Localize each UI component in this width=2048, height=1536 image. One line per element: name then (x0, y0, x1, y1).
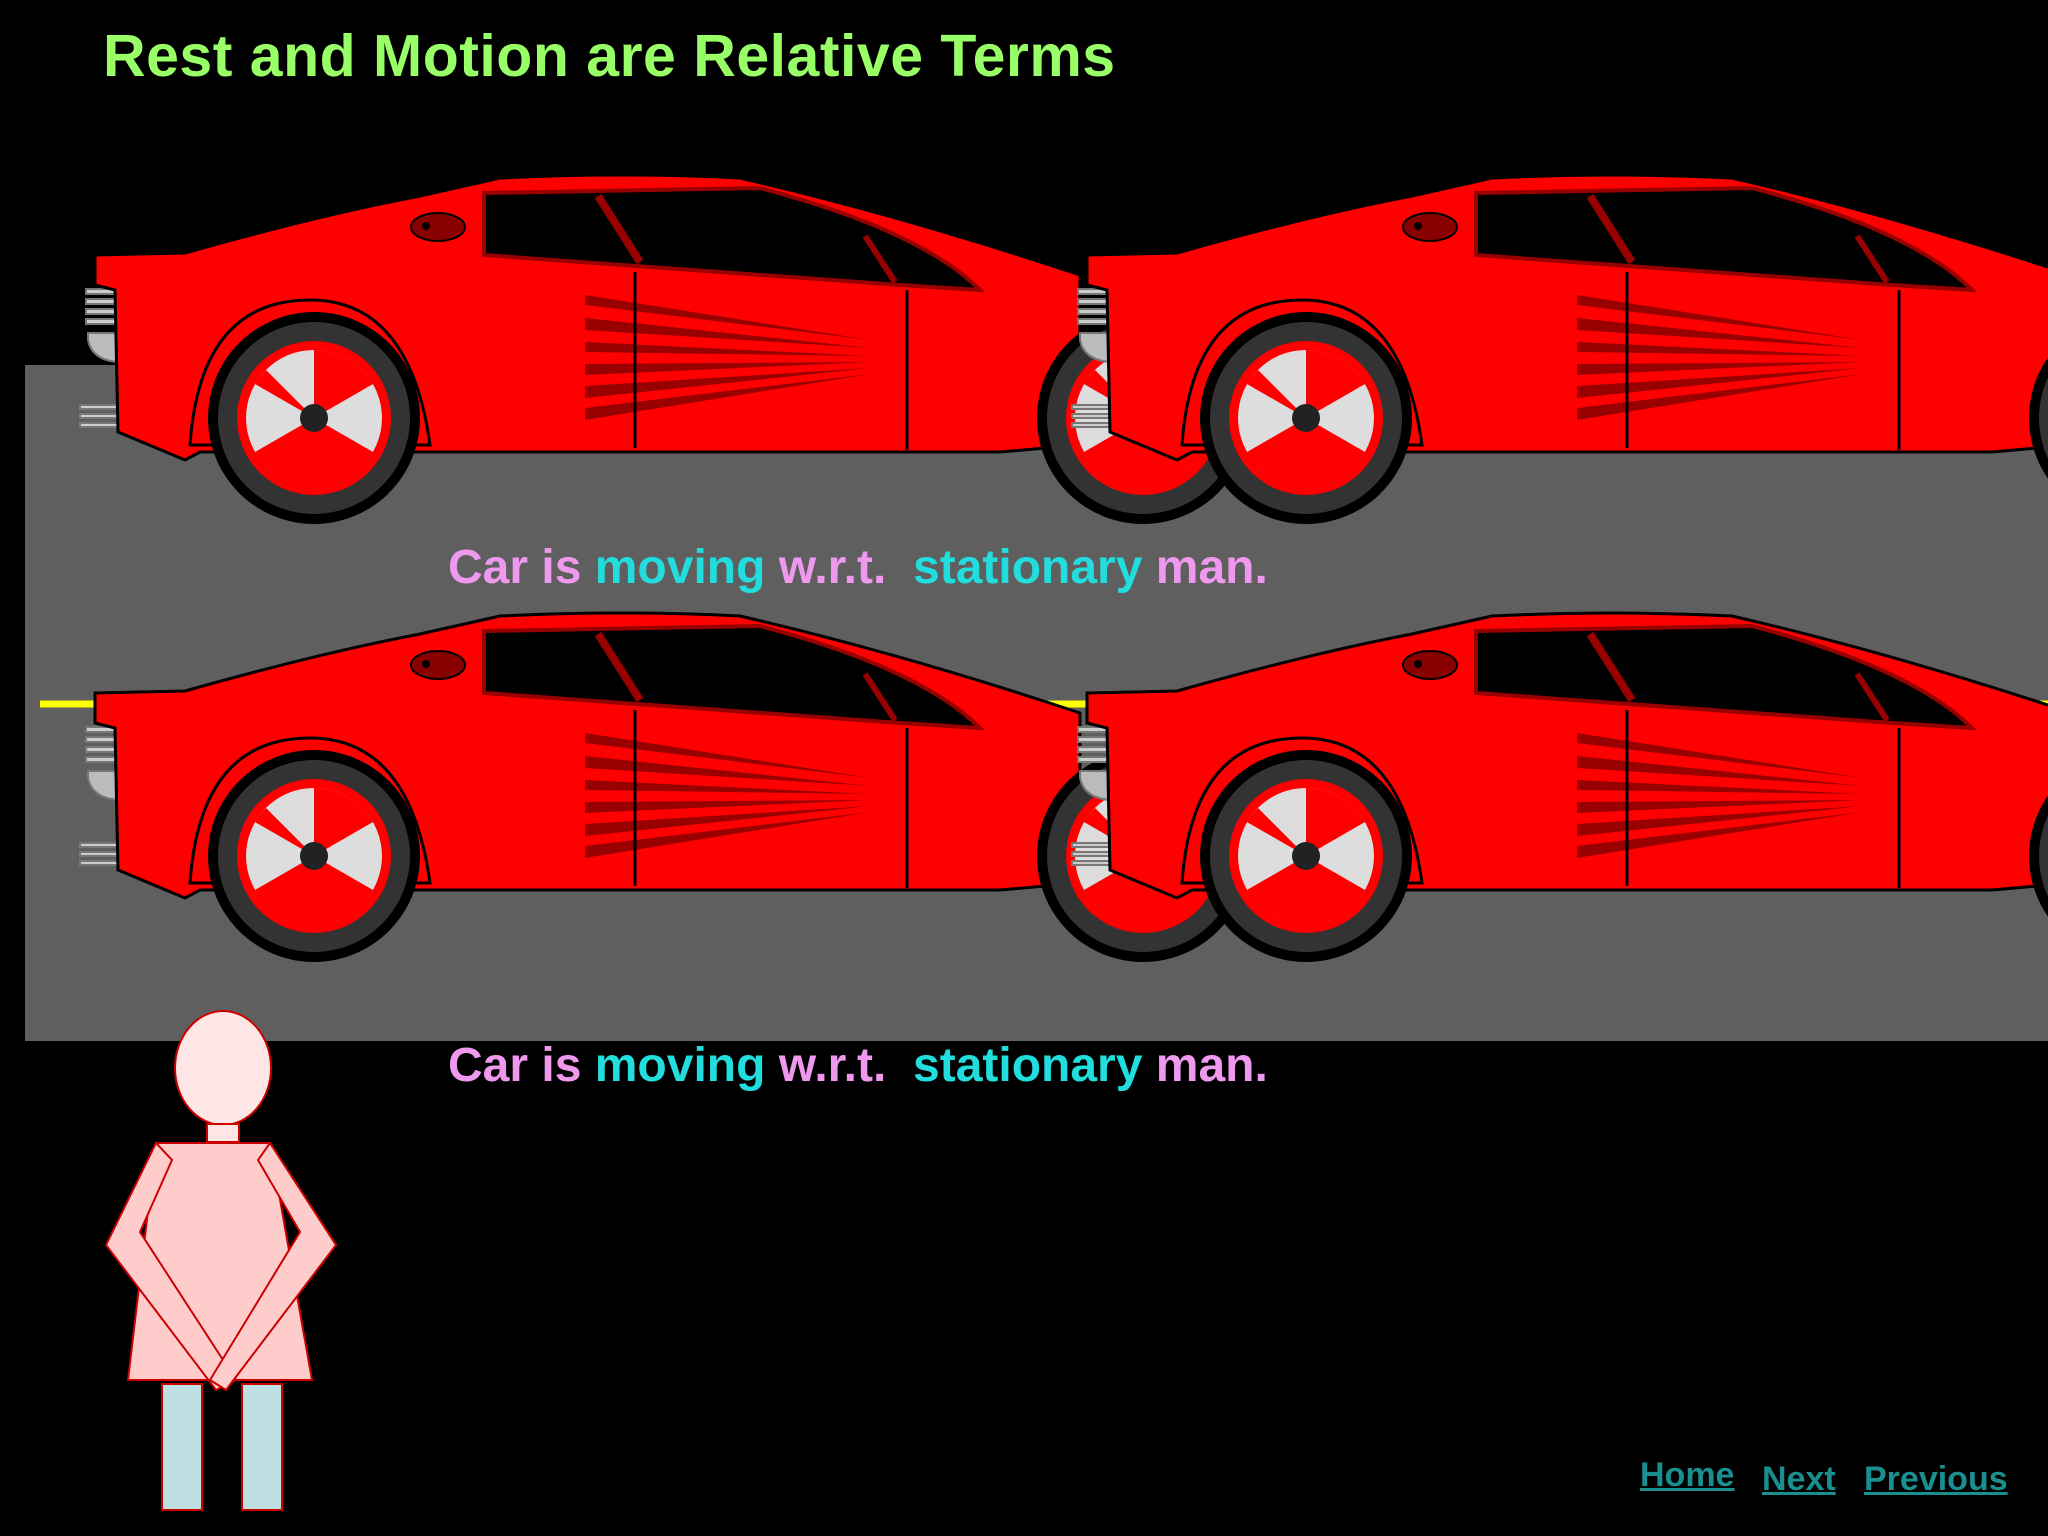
next-link[interactable]: Next (1762, 1460, 1836, 1498)
standing-man-figure-icon (104, 1010, 338, 1511)
red-sports-car-icon (80, 613, 1249, 962)
red-sports-car-icon (1072, 175, 2048, 524)
caption-bottom: Car is moving w.r.t. stationary man. (448, 1039, 1268, 1092)
red-sports-car-icon (80, 175, 1249, 524)
caption-top: Car is moving w.r.t. stationary man. (448, 541, 1268, 594)
previous-link[interactable]: Previous (1864, 1460, 2008, 1498)
red-sports-car-icon (1072, 613, 2048, 962)
home-link[interactable]: Home (1640, 1456, 1735, 1494)
page-title: Rest and Motion are Relative Terms (103, 23, 1116, 89)
